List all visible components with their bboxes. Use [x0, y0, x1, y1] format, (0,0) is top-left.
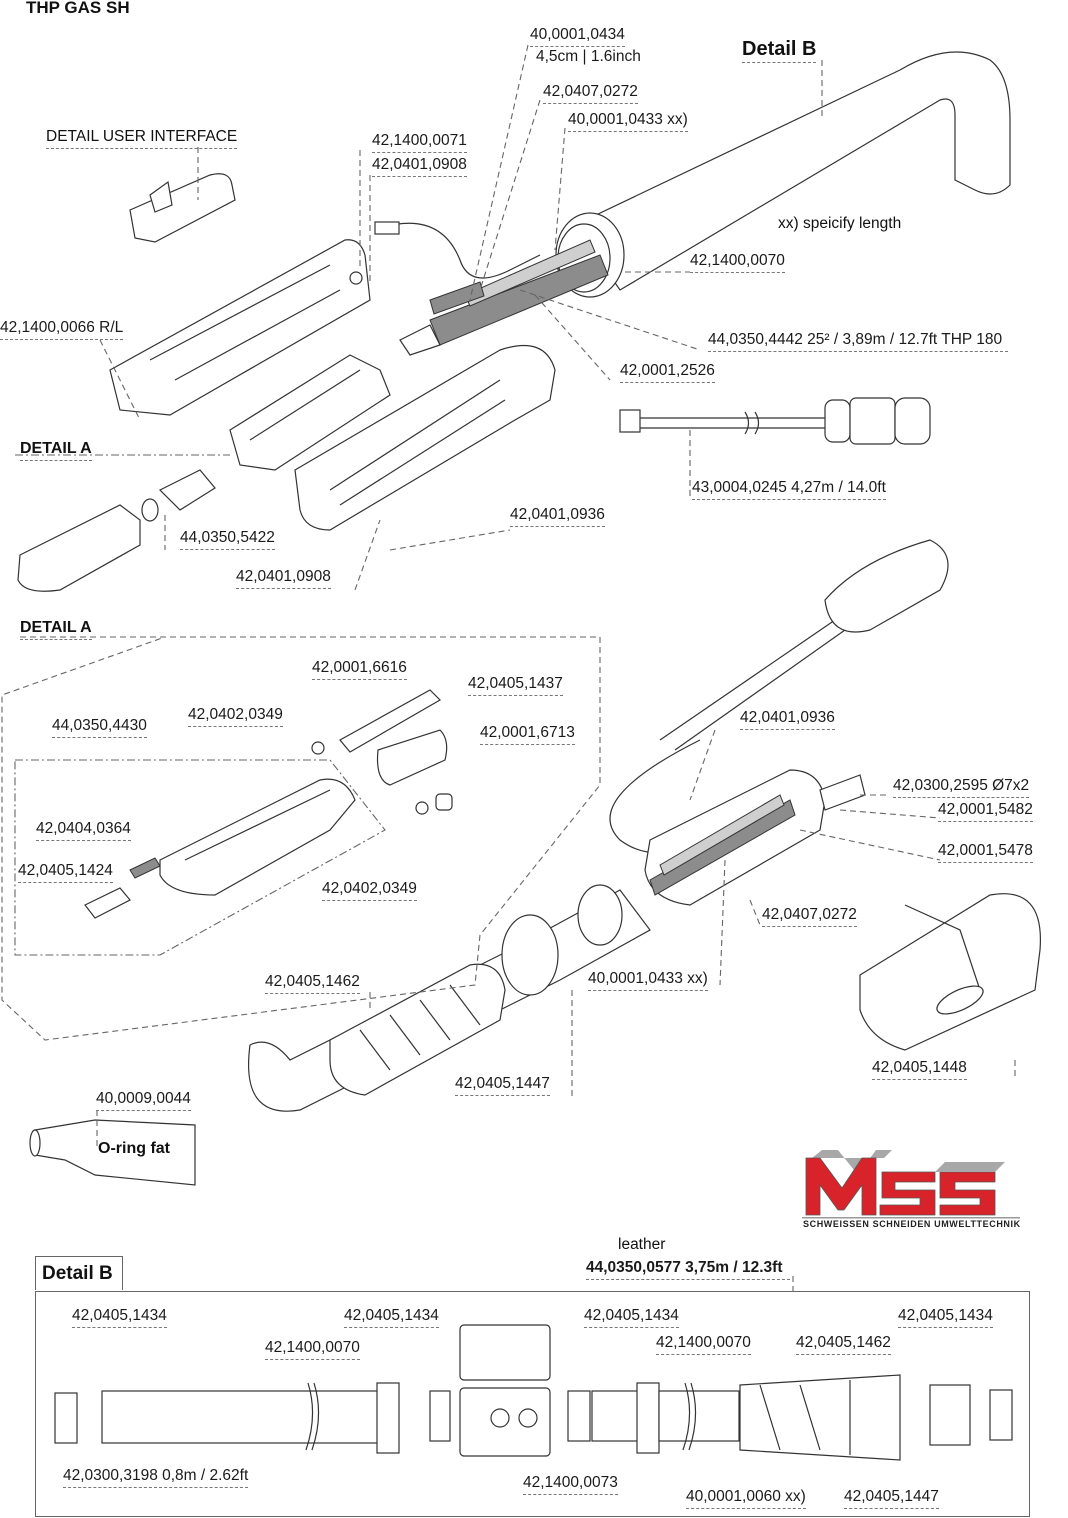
detail-a-outline	[1, 454, 601, 1041]
part-label: 42,0405,1447	[455, 1075, 550, 1096]
specify-length-note: xx) speicify length	[778, 215, 902, 232]
connector-cable-drawing	[609, 539, 949, 854]
part-label: 42,0001,6713	[480, 724, 575, 745]
oring-fat-tube-drawing	[29, 1119, 196, 1186]
part-label: 43,0004,0245 4,27m / 14.0ft	[692, 479, 886, 500]
detail-a-parts-drawing	[84, 689, 453, 919]
part-label: 40,0001,0060 xx)	[686, 1488, 806, 1509]
part-label: 42,0405,1434	[344, 1307, 439, 1328]
part-label: 42,0402,0349	[188, 706, 283, 727]
part-label: 42,0405,1462	[265, 973, 360, 994]
detail-a-callout: DETAIL A	[20, 440, 92, 461]
part-label: 44,0350,4442 25² / 3,89m / 12.7ft THP 18…	[708, 331, 1009, 352]
inner-tubes-drawing	[374, 221, 609, 356]
user-interface-part-drawing	[129, 173, 236, 243]
detail-b-callout: Detail B	[742, 38, 817, 63]
part-label: 42,0401,0908	[372, 156, 467, 177]
part-label: 42,0405,1448	[872, 1059, 967, 1080]
detail-b-parts-drawing	[54, 1324, 1013, 1461]
leader-lines	[96, 44, 1016, 1292]
main-assembly-drawing	[644, 769, 866, 906]
control-cable-drawing	[619, 397, 931, 445]
part-label: 44,0350,5422	[180, 529, 275, 550]
part-label: 42,0405,1462	[796, 1334, 891, 1355]
lower-hose-grip-drawing	[248, 884, 651, 1112]
part-label: 42,0405,1447	[844, 1488, 939, 1509]
part-label: 42,0402,0349	[322, 880, 417, 901]
page-title: THP GAS SH	[26, 0, 130, 17]
part-label: 42,1400,0070	[656, 1334, 751, 1355]
mss-logo-mark	[802, 1150, 1020, 1219]
part-label: 42,0001,6616	[312, 659, 407, 680]
part-label: 42,0405,1437	[468, 675, 563, 696]
detail-user-interface-heading: DETAIL USER INTERFACE	[46, 128, 238, 149]
part-label: 42,0405,1434	[584, 1307, 679, 1328]
part-label: 42,1400,0070	[690, 252, 785, 273]
detail-b-heading: Detail B	[35, 1256, 123, 1290]
part-label: 42,0407,0272	[762, 906, 857, 927]
handle-shell-right-drawing	[294, 344, 556, 531]
part-label: 42,0405,1424	[18, 862, 113, 883]
part-label: 42,0405,1434	[898, 1307, 993, 1328]
detail-a-heading: DETAIL A	[20, 619, 92, 640]
part-label: 42,0001,5478	[938, 842, 1033, 863]
part-label: 42,1400,0070	[265, 1339, 360, 1360]
part-label: 4,5cm | 1.6inch	[536, 48, 641, 65]
part-label: 42,0401,0936	[510, 506, 605, 527]
part-label: 42,0300,2595 Ø7x2	[893, 777, 1030, 798]
handle-shell-left-drawing	[109, 239, 371, 416]
detail-b-box	[35, 1291, 1030, 1517]
part-label: 44,0350,4430	[52, 717, 147, 738]
torch-neck-drawing	[17, 469, 216, 592]
logo-tagline: SCHWEISSEN SCHNEIDEN UMWELTTECHNIK	[803, 1219, 1021, 1229]
part-label: 42,0407,0272	[543, 83, 638, 104]
part-label: 42,0001,5482	[938, 801, 1033, 822]
part-label: 42,1400,0066 R/L	[0, 319, 124, 340]
part-label: 42,0001,2526	[620, 362, 715, 383]
part-label: 40,0001,0433 xx)	[588, 970, 708, 991]
detail-a-core-drawing	[229, 354, 391, 471]
leather-note: leather	[618, 1236, 666, 1253]
part-label: 42,0401,0908	[236, 568, 331, 589]
o-ring-fat-label: O-ring fat	[98, 1140, 170, 1157]
part-label: 40,0001,0434	[530, 26, 625, 47]
leather-cable-label: 44,0350,0577 3,75m / 12.3ft	[586, 1259, 791, 1280]
part-label: 42,1400,0071	[372, 132, 467, 153]
part-label: 42,0300,3198 0,8m / 2.62ft	[63, 1467, 249, 1488]
part-label: 42,0405,1434	[72, 1307, 167, 1328]
part-label: 40,0001,0433 xx)	[568, 111, 688, 132]
part-label: 42,0404,0364	[36, 820, 131, 841]
part-label: 40,0009,0044	[96, 1090, 191, 1111]
part-label: 42,1400,0073	[523, 1474, 618, 1495]
part-label: 42,0401,0936	[740, 709, 835, 730]
shell-half-drawing	[859, 893, 1042, 1051]
